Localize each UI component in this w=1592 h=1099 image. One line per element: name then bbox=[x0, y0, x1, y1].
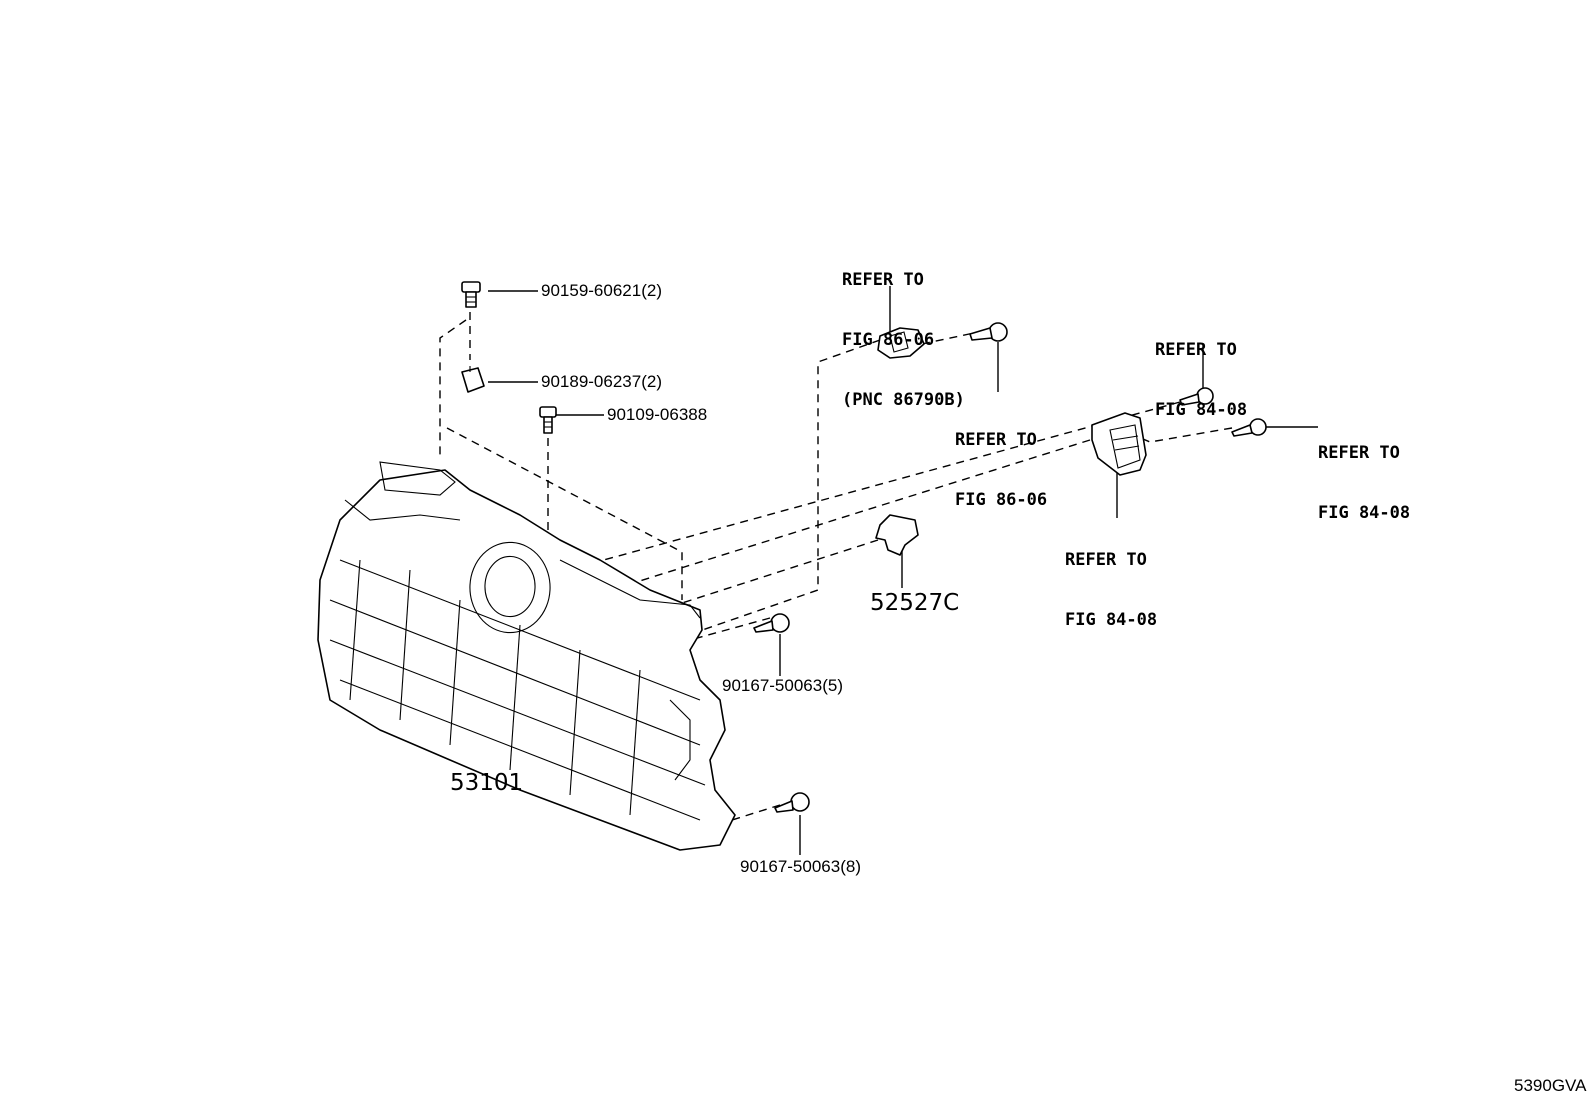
bracket-icon-right bbox=[1091, 412, 1147, 476]
part-label-nut-top: 90189-06237(2) bbox=[541, 372, 662, 391]
part-label-screw-top: 90109-06388 bbox=[607, 405, 708, 424]
bolt-icon-right-side bbox=[1231, 418, 1267, 437]
grille-53101 bbox=[317, 461, 736, 851]
screw-icon-bottom bbox=[774, 792, 810, 813]
refer-label-right-side: REFER TO FIG 84-08 bbox=[1318, 443, 1411, 523]
nut-icon-top bbox=[461, 366, 485, 393]
part-label-screw-mid: 90167-50063(5) bbox=[722, 676, 843, 695]
figure-code: 5390GVA bbox=[1514, 1076, 1587, 1095]
part-label-screw-bottom: 90167-50063(8) bbox=[740, 857, 861, 876]
refer-label-right-bottom: REFER TO FIG 84-08 bbox=[1065, 550, 1158, 630]
bolt-icon-top bbox=[461, 281, 481, 308]
part-label-grille: 53101 bbox=[450, 770, 524, 796]
part-label-clip: 52527C bbox=[870, 590, 960, 616]
refer-label-mid-center: REFER TO FIG 86-06 bbox=[955, 430, 1048, 510]
screw-icon-top bbox=[539, 406, 557, 434]
screw-icon-mid bbox=[753, 613, 790, 633]
clip-icon bbox=[875, 514, 919, 556]
connector-icon-center bbox=[877, 327, 925, 359]
screw-icon-center bbox=[969, 322, 1008, 342]
refer-label-top-center: REFER TO FIG 86-06 (PNC 86790B) bbox=[842, 270, 965, 410]
refer-label-right-top: REFER TO FIG 84-08 bbox=[1155, 340, 1248, 420]
bolt-icon-right-top bbox=[1179, 387, 1214, 406]
part-label-bolt-top: 90159-60621(2) bbox=[541, 281, 662, 300]
